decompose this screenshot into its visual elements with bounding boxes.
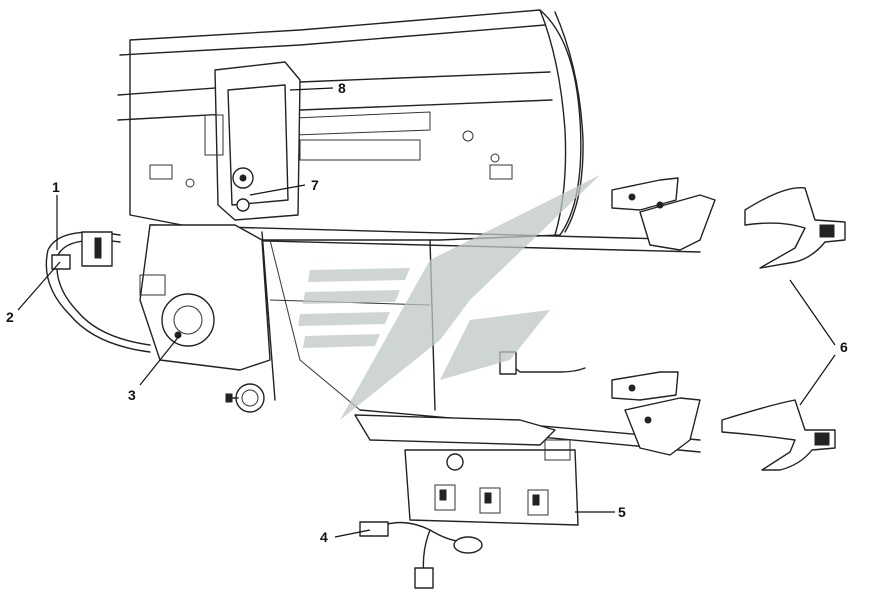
left-clip-lower	[721, 399, 836, 471]
leader-3	[139, 334, 181, 386]
wire-loop	[45, 231, 151, 353]
callout-1: 1	[52, 179, 60, 195]
leader-lines	[17, 87, 836, 538]
leader-4	[334, 529, 371, 538]
board-assembly	[354, 414, 579, 526]
leader-2	[17, 261, 61, 311]
callout-5: 5	[618, 504, 626, 520]
leader-6b	[799, 354, 836, 406]
knob	[225, 383, 265, 413]
callout-7: 7	[311, 177, 319, 193]
housing	[117, 9, 584, 241]
callout-6: 6	[840, 339, 848, 355]
side-plate	[139, 224, 271, 371]
cable-harness	[359, 351, 586, 589]
leader-7	[249, 184, 306, 196]
callout-8: 8	[338, 80, 346, 96]
callout-3: 3	[128, 387, 136, 403]
leader-6a	[789, 279, 836, 346]
callout-labels: 1 2 3 4 5 6 7 8	[6, 80, 848, 545]
callout-2: 2	[6, 309, 14, 325]
bracket	[204, 61, 301, 221]
left-clip-upper	[744, 186, 846, 269]
watermark-logo	[298, 175, 600, 420]
upper-clip	[611, 177, 716, 251]
leader-8	[289, 87, 334, 91]
callout-4: 4	[320, 529, 328, 545]
lower-clip	[611, 371, 701, 456]
